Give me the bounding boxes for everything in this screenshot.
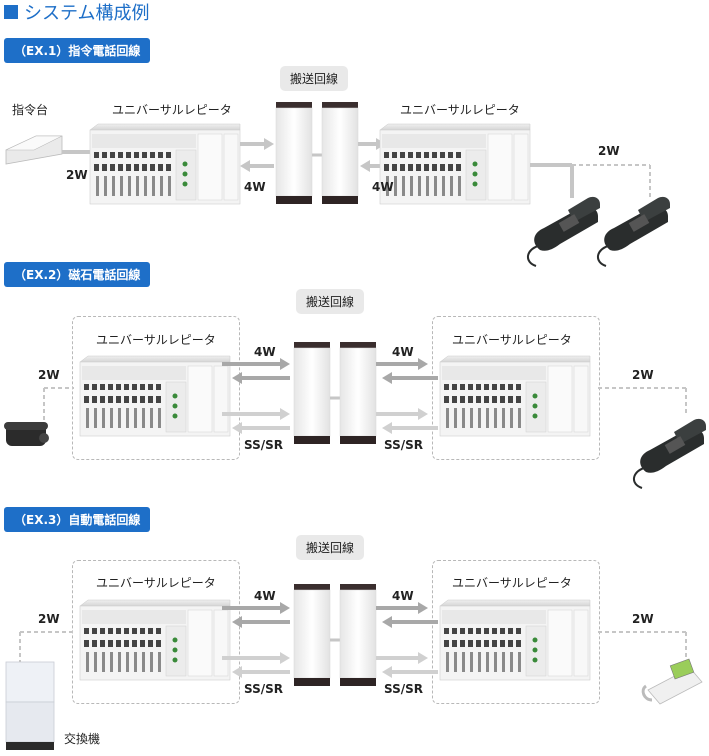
example-2-right-2w: 2W [632, 368, 654, 382]
example-2-right-arrows [376, 358, 438, 434]
example-3-transmission-label: 搬送回線 [296, 535, 365, 560]
example-3-left-repeater [79, 599, 231, 681]
example-1-left-4w: 4W [244, 180, 266, 194]
exchange-cabinet-icon [5, 661, 55, 750]
example-1-transmission-label: 搬送回線 [280, 66, 349, 91]
example-2-right-repeater-label: ユニバーサルレピータ [452, 333, 572, 347]
example-3-label: （EX.3）自動電話回線 [4, 507, 151, 532]
example-1-label: （EX.1）指令電話回線 [4, 38, 151, 63]
example-3-right-repeater-label: ユニバーサルレピータ [452, 576, 572, 590]
title-square-icon [4, 5, 18, 19]
example-3-right-4w: 4W [392, 589, 414, 603]
example-1-left-2w: 2W [66, 168, 88, 182]
example-1-diagram [5, 101, 671, 267]
example-2-right-sssr: SS/SR [384, 438, 424, 452]
example-2-right-4w: 4W [392, 345, 414, 359]
example-1-right-repeater-label: ユニバーサルレピータ [400, 103, 520, 117]
example-1-right-4w: 4W [372, 180, 394, 194]
digital-phone-icon [641, 658, 703, 705]
page-title: システム構成例 [4, 0, 149, 25]
page-title-text: システム構成例 [24, 3, 150, 24]
example-2-left-arrows [222, 358, 290, 434]
command-console-icon [5, 135, 63, 165]
example-1-left-arrows [240, 138, 274, 172]
example-2-diagram [4, 341, 707, 489]
example-3-left-arrows [222, 602, 290, 678]
example-3-left-sssr: SS/SR [244, 682, 284, 696]
magneto-phone-icon [4, 422, 49, 446]
example-2-label: （EX.2）磁石電話回線 [4, 262, 151, 287]
example-2-left-4w: 4W [254, 345, 276, 359]
example-2-transmission-label: 搬送回線 [296, 289, 365, 314]
example-3-left-4w: 4W [254, 589, 276, 603]
example-2-left-repeater-label: ユニバーサルレピータ [96, 333, 216, 347]
example-3-cabinet-right [339, 583, 377, 687]
example-3-left-repeater-label: ユニバーサルレピータ [96, 576, 216, 590]
example-2-left-sssr: SS/SR [244, 438, 284, 452]
example-1-right-2w: 2W [598, 144, 620, 158]
example-3-right-arrows [376, 602, 438, 678]
example-3-terminal-label: 交換機 [64, 732, 101, 746]
example-1-left-repeater-label: ユニバーサルレピータ [112, 103, 232, 117]
example-3-right-2w: 2W [632, 612, 654, 626]
example-3-left-2w: 2W [38, 612, 60, 626]
example-3-cabinet-left [293, 583, 331, 687]
example-3-right-sssr: SS/SR [384, 682, 424, 696]
example-3-right-repeater [439, 599, 591, 681]
example-1-terminal-label: 指令台 [12, 103, 49, 117]
example-2-left-2w: 2W [38, 368, 60, 382]
